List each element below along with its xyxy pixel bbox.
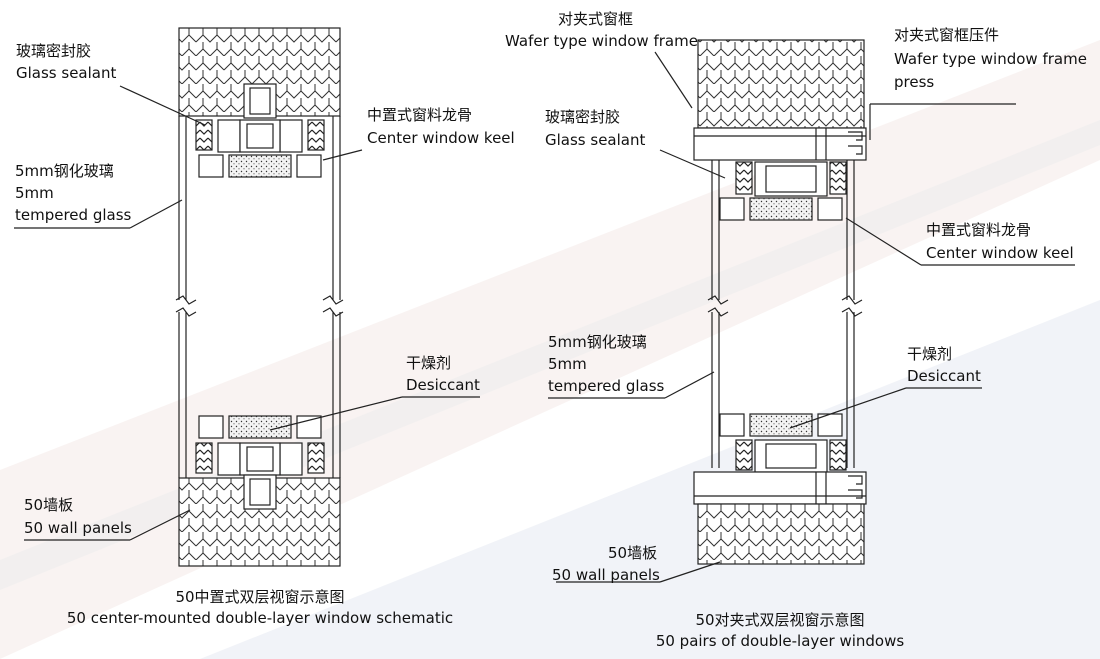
left-top-sealant-left [195, 119, 213, 151]
right-desiccant-label-en: Desiccant [907, 367, 981, 385]
right-glass-label-cn: 5mm钢化玻璃 [548, 333, 647, 351]
left-schematic [14, 27, 480, 567]
right-press-label-en-1: Wafer type window frame [894, 50, 1087, 68]
right-glass-label-en: tempered glass [548, 377, 665, 395]
left-desiccant-label-cn: 干燥剂 [406, 354, 452, 372]
right-glass-label-mm: 5mm [548, 355, 587, 373]
right-press-label-cn: 对夹式窗框压件 [894, 26, 1000, 44]
right-glass-sealant-label-cn: 玻璃密封胶 [545, 108, 621, 126]
right-bottom-sealant-right [829, 439, 847, 471]
right-frame-label-cn: 对夹式窗框 [558, 10, 634, 28]
right-desiccant-label-cn: 干燥剂 [907, 345, 953, 363]
right-glass-sealant-label-en: Glass sealant [545, 131, 646, 149]
left-caption-en: 50 center-mounted double-layer window sc… [66, 609, 454, 627]
left-glass-sealant-label-en: Glass sealant [16, 64, 117, 82]
left-bottom-sealant-left [195, 442, 213, 474]
left-caption-cn: 50中置式双层视窗示意图 [175, 588, 345, 606]
left-keel-label-cn: 中置式窗料龙骨 [367, 106, 473, 124]
left-glass-label-mm: 5mm [15, 184, 54, 202]
left-glass-label-cn: 5mm钢化玻璃 [15, 162, 114, 180]
right-top-desiccant [749, 197, 813, 221]
right-press-label-en-2: press [894, 73, 935, 91]
right-schematic [548, 39, 1075, 583]
right-wall-label-cn: 50墙板 [608, 544, 658, 562]
right-top-sealant-left [735, 161, 753, 195]
left-glass-sealant-label-cn: 玻璃密封胶 [16, 42, 92, 60]
right-bottom-desiccant [749, 413, 813, 437]
left-glass-label-en: tempered glass [15, 206, 132, 224]
right-wall-panel-bottom [697, 503, 865, 565]
left-bottom-sealant-right [307, 442, 325, 474]
right-wall-label-en: 50 wall panels [552, 566, 660, 584]
right-frame-top [693, 127, 867, 161]
right-top-sealant-right [829, 161, 847, 195]
right-wall-panel-top [697, 39, 865, 129]
left-wall-label-cn: 50墙板 [24, 496, 74, 514]
right-bottom-sealant-left [735, 439, 753, 471]
right-caption-en: 50 pairs of double-layer windows [655, 632, 905, 650]
right-frame-bottom [693, 471, 867, 505]
right-keel-label-en: Center window keel [926, 244, 1074, 262]
left-desiccant-label-en: Desiccant [406, 376, 480, 394]
left-top-sealant-right [307, 119, 325, 151]
right-caption-cn: 50对夹式双层视窗示意图 [695, 611, 865, 629]
left-bottom-desiccant [228, 415, 292, 439]
left-top-desiccant [228, 154, 292, 178]
right-frame-label-en: Wafer type window frame [505, 32, 698, 50]
left-keel-label-en: Center window keel [367, 129, 515, 147]
right-keel-label-cn: 中置式窗料龙骨 [926, 221, 1032, 239]
left-wall-label-en: 50 wall panels [24, 519, 132, 537]
